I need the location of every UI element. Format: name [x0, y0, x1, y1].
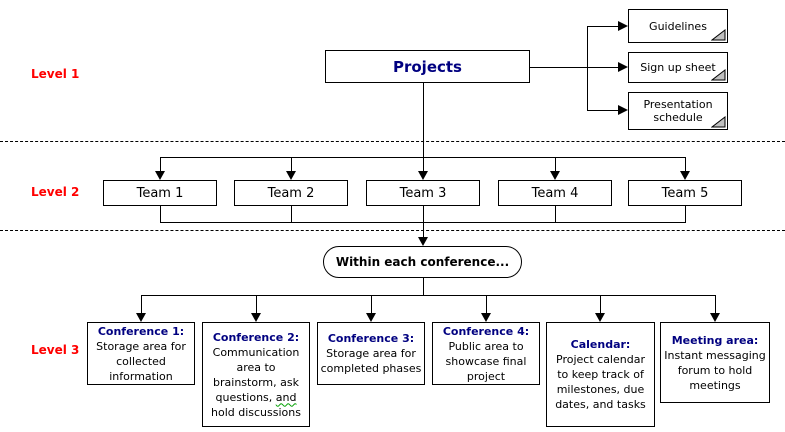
team-2-box: Team 2: [234, 180, 348, 206]
stub-conference-2: [256, 295, 257, 313]
conference-1-body: Storage area for collected information: [96, 339, 186, 383]
meeting-area-body: Instant messaging forum to hold meetings: [664, 348, 766, 392]
note-presentation-schedule: Presentation schedule: [628, 92, 728, 130]
team-2-label: Team 2: [267, 185, 315, 201]
connector-pill-down: [423, 278, 424, 295]
conference-2-box: Conference 2: Communication area to brai…: [202, 322, 310, 427]
stub-team-3: [423, 157, 424, 172]
conference-1-title: Conference 1:: [97, 324, 185, 338]
within-each-conference-pill: Within each conference...: [323, 246, 522, 278]
stub-conference-1: [141, 295, 142, 313]
stub-team-5: [685, 157, 686, 172]
stub-conference-3: [371, 295, 372, 313]
arrowhead-calendar: [595, 313, 605, 322]
stub-team-1-down: [160, 206, 161, 222]
conference-1-box: Conference 1: Storage area for collected…: [87, 322, 195, 385]
team-5-label: Team 5: [661, 185, 709, 201]
arrowhead-conference-3: [366, 313, 376, 322]
level-3-label: Level 3: [31, 343, 80, 357]
connector-notes-trunk: [587, 26, 588, 111]
conference-3-box: Conference 3: Storage area for completed…: [317, 322, 425, 385]
connector-projects-down: [423, 83, 424, 157]
level-2-3-separator: [0, 230, 785, 231]
conference-2-body: Communication area to brainstorm, ask qu…: [205, 345, 307, 420]
arrowhead-guidelines: [618, 21, 628, 31]
stub-team-2: [291, 157, 292, 172]
arrowhead-team-1: [155, 171, 165, 180]
conference-2-body-after: hold discussions: [211, 405, 301, 419]
projects-label: Projects: [392, 57, 462, 76]
projects-box: Projects: [325, 50, 530, 83]
connector-to-guidelines: [587, 26, 618, 27]
calendar-box: Calendar: Project calendar to keep track…: [546, 322, 655, 427]
stub-conference-4: [486, 295, 487, 313]
arrowhead-team-3: [418, 171, 428, 180]
grammar-squiggle-text: and: [275, 390, 297, 404]
arrowhead-conference-1: [136, 313, 146, 322]
level-2-label: Level 2: [31, 185, 80, 199]
level-1-2-separator: [0, 141, 785, 142]
connector-to-signup: [587, 67, 618, 68]
arrowhead-conference-2: [251, 313, 261, 322]
connector-projects-to-notes: [530, 67, 587, 68]
area-top-rail: [141, 295, 716, 296]
stub-team-3-down: [423, 206, 424, 222]
arrowhead-pill: [418, 237, 428, 246]
stub-team-1: [160, 157, 161, 172]
conference-2-title: Conference 2:: [212, 330, 300, 344]
stub-team-4: [555, 157, 556, 172]
team-3-label: Team 3: [399, 185, 447, 201]
note-guidelines: Guidelines: [628, 9, 728, 43]
conference-4-box: Conference 4: Public area to showcase fi…: [432, 322, 540, 385]
arrowhead-conference-4: [481, 313, 491, 322]
stub-team-5-down: [685, 206, 686, 222]
arrowhead-signup: [618, 62, 628, 72]
connector-to-presentation: [587, 110, 618, 111]
conference-2-body-before: Communication area to brainstorm, ask qu…: [212, 345, 300, 404]
arrowhead-meeting-area: [710, 313, 720, 322]
team-4-box: Team 4: [498, 180, 612, 206]
conference-4-body: Public area to showcase final project: [445, 339, 527, 383]
team-5-box: Team 5: [628, 180, 742, 206]
note-presentation-label: Presentation schedule: [643, 98, 713, 124]
note-signup-sheet: Sign up sheet: [628, 52, 728, 83]
arrowhead-team-5: [680, 171, 690, 180]
calendar-body: Project calendar to keep track of milest…: [555, 353, 646, 411]
arrowhead-team-2: [286, 171, 296, 180]
stub-meeting-area: [715, 295, 716, 313]
arrowhead-team-4: [550, 171, 560, 180]
meeting-area-box: Meeting area: Instant messaging forum to…: [660, 322, 770, 403]
stub-team-2-down: [291, 206, 292, 222]
conference-3-body: Storage area for completed phases: [320, 347, 422, 375]
conference-4-title: Conference 4:: [442, 324, 530, 338]
stub-team-4-down: [555, 206, 556, 222]
team-3-box: Team 3: [366, 180, 480, 206]
connector-to-pill: [423, 222, 424, 237]
team-4-label: Team 4: [531, 185, 579, 201]
meeting-area-title: Meeting area:: [671, 333, 759, 347]
conference-intro-label: Within each conference...: [335, 255, 510, 269]
page-fold-icon: [711, 69, 726, 81]
note-signup-label: Sign up sheet: [640, 61, 716, 74]
conference-3-title: Conference 3:: [327, 332, 415, 345]
team-1-label: Team 1: [136, 185, 184, 201]
arrowhead-presentation: [618, 105, 628, 115]
team-1-box: Team 1: [103, 180, 217, 206]
calendar-title: Calendar:: [570, 338, 631, 351]
page-fold-icon: [711, 29, 726, 41]
stub-calendar: [600, 295, 601, 313]
note-guidelines-label: Guidelines: [649, 19, 707, 33]
page-fold-icon: [711, 116, 726, 128]
level-1-label: Level 1: [31, 67, 80, 81]
